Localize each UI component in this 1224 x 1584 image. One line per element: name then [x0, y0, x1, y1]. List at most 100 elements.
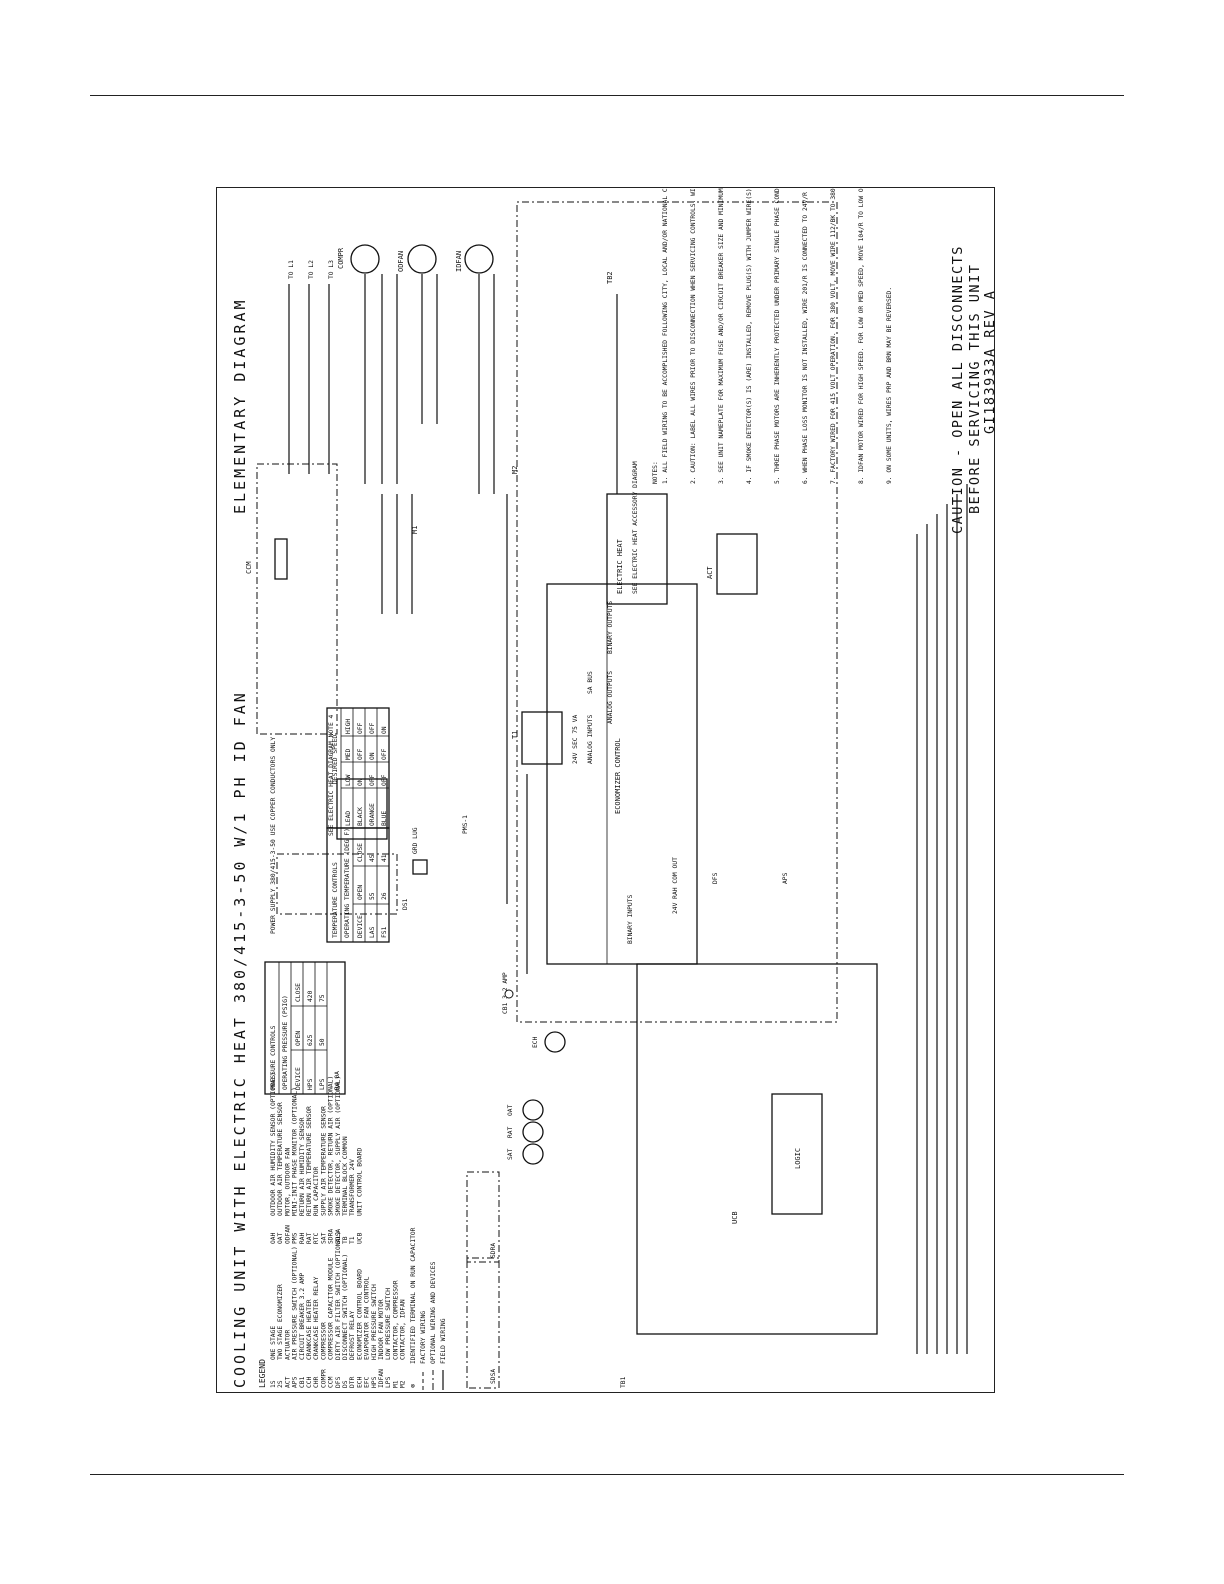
legend-desc: SMOKE DETECTOR, SUPPLY AIR (OPTIONAL) [335, 1076, 342, 1216]
legend-code: CB1 [299, 1376, 306, 1388]
legend-desc: CIRCUIT BREAKER 3.2 AMP [299, 1273, 306, 1360]
ccm-label: CCM [245, 561, 253, 574]
legend-desc: MINI-INIT PHASE MONITOR (OPTIONAL) [292, 1087, 299, 1216]
speed-table-r2c0: ORANGE [369, 803, 376, 826]
legend-symbols: ⊗ IDENTIFIED TERMINAL ON RUN CAPACITOR F… [409, 1227, 447, 1390]
legend-desc: CRANKCASE HEATER [306, 1299, 313, 1360]
legend-desc: SUPPLY AIR TEMPERATURE SENSOR [320, 1106, 327, 1216]
note-item: 4. IF SMOKE DETECTOR(S) IS (ARE) INSTALL… [746, 188, 753, 484]
legend-code: CHR [313, 1376, 320, 1388]
temperature-table-r0c2: 45 [369, 854, 376, 862]
speed-table: DESIRED SPEED LEAD LOW MED HIGH BLACK ON… [326, 707, 390, 829]
power-supply-label: POWER SUPPLY 380/415-3-50 USE COPPER CON… [270, 737, 277, 934]
pressure-table-r0c1: 625 [307, 1034, 314, 1046]
temperature-table-r1c1: 26 [381, 892, 388, 900]
legend-code: IDFAN [378, 1369, 385, 1388]
odfan-label: ODFAN [397, 251, 405, 272]
speed-table-r1c1: ON [357, 778, 364, 786]
legend-desc: COMPRESSOR CAPACITOR MODULE [328, 1257, 335, 1360]
legend-code: M1 [392, 1380, 399, 1388]
legend-desc: HIGH PRESSURE SWITCH [371, 1284, 378, 1360]
legend-symbol-factory-desc: FACTORY WIRING [420, 1311, 427, 1364]
sensors: SAT RAT OAT ECH DFS APS 24V RAH COM OUT [507, 857, 789, 1165]
caution-line-1: CAUTION - OPEN ALL DISCONNECTS [950, 245, 966, 534]
to-l2-label: TO L2 [308, 260, 315, 279]
legend-code: ODFAN [284, 1225, 291, 1244]
power-section: TO L1 TO L2 TO L3 DS1 POWER SUPPLY 380/4… [245, 244, 579, 1014]
pressure-table-r0c0: HPS [307, 1078, 314, 1090]
m1-label: M1 [411, 526, 419, 534]
to-l1-label: TO L1 [288, 260, 295, 279]
pressure-table-r0c2: 420 [307, 990, 314, 1002]
legend-desc: RETURN AIR TEMPERATURE SENSOR [306, 1106, 313, 1216]
temperature-controls-table: TEMPERATURE CONTROLS OPERATING TEMPERATU… [326, 827, 390, 943]
legend-desc: OUTDOOR AIR TEMPERATURE SENSOR [277, 1102, 284, 1216]
legend-desc: CONTACTOR, IDFAN [400, 1299, 407, 1360]
legend-desc: ECONOMIZER CONTROL BOARD [356, 1269, 363, 1360]
econ-sa-bus: SA BUS [587, 671, 594, 694]
wire-bundle [916, 484, 968, 1354]
legend-code: DTR [349, 1376, 356, 1388]
legend-code: HPS [371, 1376, 378, 1388]
speed-table-r3c0: BLUE [381, 811, 388, 826]
legend-desc: COMPRESSOR [320, 1322, 327, 1360]
legend-desc: RETURN AIR HUMIDITY SENSOR [299, 1117, 306, 1216]
legend-desc: DIRTY AIR FILTER SWITCH (OPTIONAL) [335, 1231, 342, 1360]
legend-desc: INDOOR FAN MOTOR [378, 1299, 385, 1360]
pressure-table-h0: DEVICE [295, 1067, 302, 1090]
notes-title: NOTES: [652, 461, 659, 484]
legend-desc: MOTOR, OUTDOOR FAN [284, 1148, 291, 1216]
oat-label: OAT [507, 1104, 514, 1116]
temperature-table-r0c0: LAS [369, 926, 376, 938]
ucb-label: UCB [731, 1211, 739, 1224]
sat-label: SAT [507, 1148, 514, 1160]
pressure-controls-table: PRESSURE CONTROLS OPERATING PRESSURE (PS… [264, 961, 346, 1095]
ech-label: ECH [532, 1036, 539, 1048]
legend-code: DFS [335, 1376, 342, 1388]
temperature-table-title: TEMPERATURE CONTROLS [332, 862, 339, 938]
speed-table-r2c1: OFF [369, 774, 376, 786]
ds-label: DS1 [402, 898, 409, 910]
note-item: 5. THREE PHASE MOTORS ARE INHERENTLY PRO… [774, 188, 781, 484]
speed-table-r2c3: OFF [369, 722, 376, 734]
legend-code: APS [292, 1376, 299, 1388]
legend-code: UCB [356, 1232, 363, 1244]
diagram-heading: ELEMENTARY DIAGRAM [231, 297, 249, 514]
legend-desc: UNIT CONTROL BOARD [356, 1148, 363, 1216]
pms-label: PMS-1 [462, 815, 469, 834]
temperature-table-r1c0: FS1 [381, 926, 388, 938]
speed-table-r3c3: ON [381, 726, 388, 734]
speed-table-r0c2: MED [345, 748, 352, 760]
temperature-table-r1c2: 41 [381, 854, 388, 862]
dfs-label: DFS [712, 872, 719, 884]
note-item: 1. ALL FIELD WIRING TO BE ACCOMPLISHED F… [662, 188, 669, 484]
legend-code: 2S [277, 1380, 284, 1388]
speed-table-r2c2: ON [369, 752, 376, 760]
pressure-table-h2: CLOSE [295, 983, 302, 1002]
note-item: 9. ON SOME UNITS, WIRES PRP AND BRN MAY … [886, 287, 893, 484]
diagram-title: COOLING UNIT WITH ELECTRIC HEAT 380/415-… [231, 690, 249, 1388]
aps-label: APS [782, 872, 789, 884]
legend-code: ACT [284, 1376, 291, 1388]
econ-analog-outputs: ANALOG OUTPUTS [607, 671, 614, 724]
note-item: 8. IDFAN MOTOR WIRED FOR HIGH SPEED. FOR… [858, 188, 865, 484]
temperature-table-h2: CLOSE [357, 843, 364, 862]
electric-heat-label: ELECTRIC HEAT [616, 538, 624, 594]
pressure-table-r1c2: 75 [319, 994, 326, 1002]
legend-code: LPS [385, 1376, 392, 1388]
see-heat-label: SEE ELECTRIC HEAT DIAGRAM NOTE 4 [328, 714, 335, 836]
temperature-table-h0: DEVICE [357, 915, 364, 938]
to-l3-label: TO L3 [328, 260, 335, 279]
pressure-table-r1c1: 50 [319, 1038, 326, 1046]
legend-code: OAH [270, 1232, 277, 1244]
legend-desc: TERMINAL BLOCK COMMON [342, 1136, 349, 1216]
legend-desc: CONTACTOR, COMPRESSOR [392, 1280, 399, 1360]
top-rule [90, 95, 1124, 96]
pressure-table-title: PRESSURE CONTROLS [270, 1025, 277, 1090]
legend-desc: CRANKCASE HEATER RELAY [313, 1276, 320, 1360]
legend-code: 1S [270, 1380, 277, 1388]
legend-code: COMPR [320, 1369, 327, 1388]
t1-label: T1 [511, 731, 519, 739]
pressure-table-r1c0: LPS [319, 1078, 326, 1090]
